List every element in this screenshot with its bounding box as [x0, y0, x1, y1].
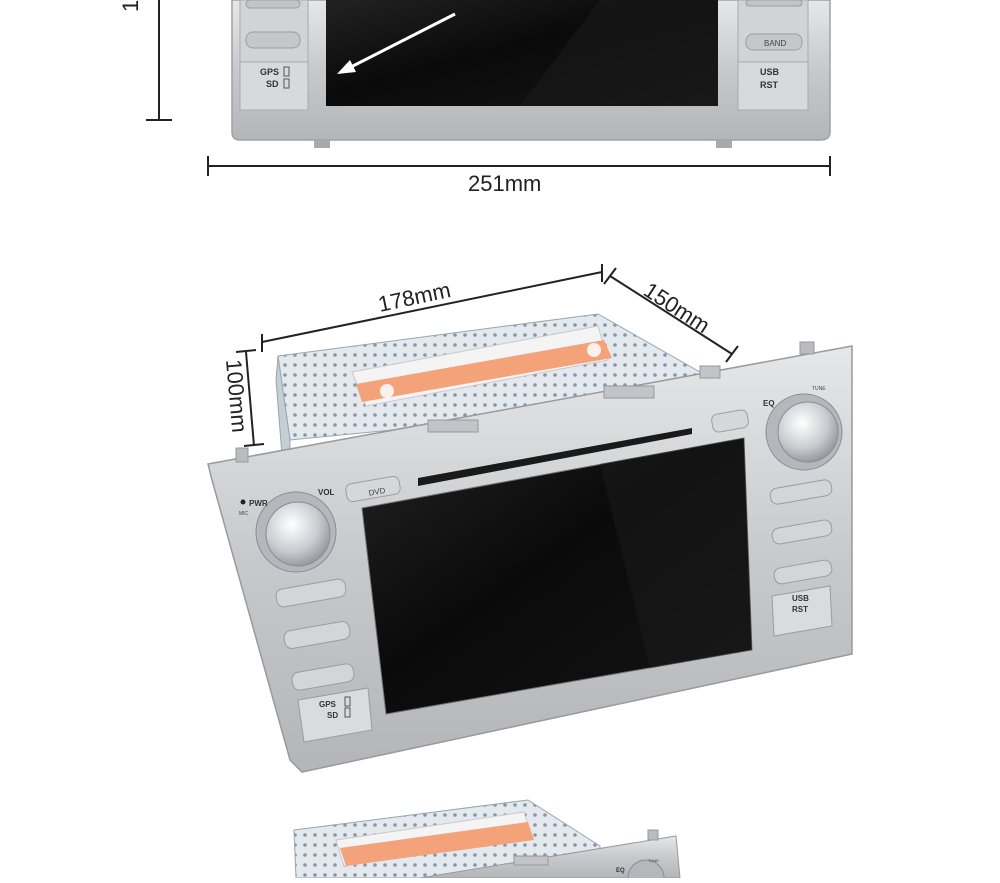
middle-depth-dim-cap-bottom	[725, 345, 739, 363]
middle-dvd-label: DVD	[368, 486, 386, 498]
top-band-button	[745, 33, 803, 51]
middle-height-dim-cap-top	[235, 349, 257, 353]
middle-tab-2	[427, 419, 479, 433]
middle-mic-label: MIC	[239, 511, 249, 517]
top-foot-right	[716, 140, 732, 148]
top-width-dim-label: 251mm	[468, 171, 541, 196]
middle-height-dim-cap-bottom	[243, 443, 265, 447]
middle-depth-dim-label: 150mm	[639, 277, 714, 338]
top-usb-label: USB	[760, 67, 780, 77]
middle-left-slot-panel	[297, 687, 373, 743]
top-unit-front-view: GPS SD BAND USB RST 1 251mm	[118, 0, 831, 196]
middle-unit-perspective-view: DVD PWR MIC VOL GPS SD EQ TUNE USB RST	[207, 264, 853, 773]
middle-chassis-sticker	[356, 340, 612, 402]
bottom-eq-label: EQ	[616, 868, 625, 874]
top-arrow-shaft	[344, 12, 456, 72]
middle-rst-label: RST	[792, 605, 808, 614]
top-screen-reflection	[520, 0, 718, 106]
middle-dvd-button	[345, 475, 401, 503]
middle-pwr-dot	[240, 499, 246, 505]
middle-left-button-2	[283, 621, 351, 649]
middle-eject-button	[711, 409, 749, 433]
bottom-tab-1	[513, 855, 549, 866]
top-height-dim-label: 1	[118, 0, 143, 12]
middle-height-dim-line	[245, 351, 255, 447]
middle-vol-label: VOL	[318, 488, 335, 497]
bottom-tab-2	[647, 829, 659, 841]
middle-tune-knob	[777, 401, 839, 463]
top-sd-label: SD	[266, 79, 279, 89]
middle-pwr-label: PWR	[249, 499, 268, 508]
top-band-label: BAND	[764, 39, 786, 48]
middle-volume-knob	[265, 501, 331, 567]
bottom-unit-perspective-view: EQ TUNE	[293, 799, 681, 883]
middle-screen-reflection	[600, 438, 752, 668]
middle-sticker-icon-right	[587, 343, 601, 357]
middle-gps-slot-icon	[344, 696, 351, 707]
top-left-button-1	[245, 0, 301, 9]
middle-sticker-icon-left	[380, 384, 394, 398]
middle-disc-slot	[418, 428, 692, 486]
top-arrow-head	[337, 60, 356, 74]
middle-depth-dim-cap-top	[603, 267, 617, 285]
middle-right-button-1	[769, 479, 833, 505]
top-right-slot-panel	[737, 61, 809, 111]
top-gps-label: GPS	[260, 67, 279, 77]
middle-left-button-1	[275, 578, 347, 608]
middle-tab-4	[699, 365, 721, 379]
middle-width-dim-line	[261, 271, 603, 343]
middle-eq-label: EQ	[763, 399, 775, 408]
middle-sd-slot-icon	[344, 707, 351, 718]
middle-tab-1	[235, 447, 249, 463]
middle-tab-5	[799, 341, 815, 355]
middle-gps-label: GPS	[319, 700, 337, 709]
middle-sd-label: SD	[327, 711, 338, 720]
middle-tune-label: TUNE	[812, 386, 826, 392]
middle-depth-dim-line	[609, 275, 733, 355]
middle-tab-3	[603, 385, 655, 399]
middle-usb-label: USB	[792, 594, 809, 603]
middle-right-slot-panel	[771, 585, 833, 637]
top-gps-slot-icon	[283, 66, 290, 77]
top-left-button-2	[245, 31, 301, 49]
middle-left-button-3	[291, 663, 355, 691]
bottom-chassis-sticker	[340, 822, 534, 866]
top-left-slot-panel	[239, 61, 309, 111]
top-foot-left	[314, 140, 330, 148]
top-right-button-1	[745, 0, 803, 7]
bottom-tune-label: TUNE	[648, 858, 659, 863]
top-sd-slot-icon	[283, 78, 290, 89]
middle-right-button-3	[773, 559, 833, 585]
top-rst-label: RST	[760, 80, 779, 90]
middle-height-dim-label: 100mm	[221, 358, 252, 433]
middle-right-button-2	[771, 519, 833, 545]
